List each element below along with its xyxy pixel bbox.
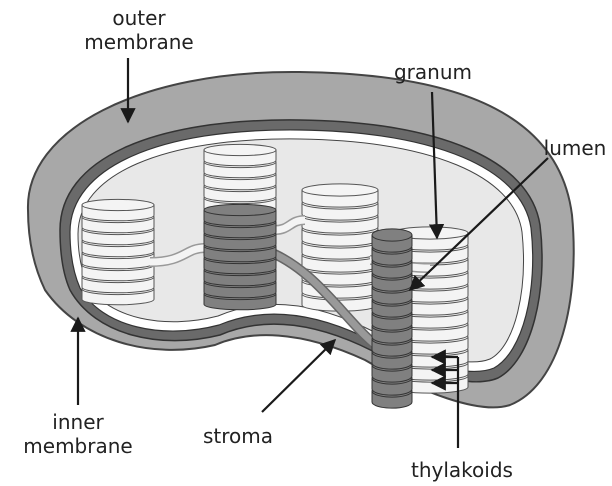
thylakoids-label: thylakoids xyxy=(402,458,522,482)
outer-membrane-label-line1: outer xyxy=(84,6,194,30)
lumen-label: lumen xyxy=(540,136,610,160)
inner-membrane-label: inner membrane xyxy=(8,410,148,458)
stroma-label: stroma xyxy=(188,424,288,448)
inner-membrane-label-line1: inner xyxy=(8,410,148,434)
inner-membrane-label-line2: membrane xyxy=(8,434,148,458)
granum-stack-back xyxy=(204,144,276,213)
cut-stack-right xyxy=(372,229,412,408)
granum-label: granum xyxy=(388,60,478,84)
outer-membrane-label-line2: membrane xyxy=(84,30,194,54)
thylakoids-bracket xyxy=(432,357,458,448)
outer-membrane-label: outer membrane xyxy=(84,6,194,54)
stroma-pointer xyxy=(262,340,335,412)
cut-stack-center xyxy=(204,204,276,309)
granum-stack-middle xyxy=(302,184,378,311)
granum-stack-left xyxy=(82,199,154,304)
